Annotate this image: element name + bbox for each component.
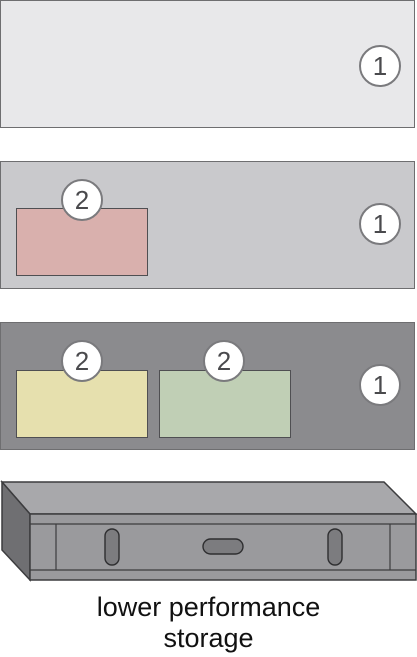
storage-device-icon bbox=[0, 480, 417, 582]
storage-center-slot bbox=[202, 538, 244, 555]
storage-right-handle bbox=[327, 528, 343, 566]
storage-caption: lower performance storage bbox=[0, 592, 417, 654]
tier-3-panel: 2 2 1 bbox=[0, 322, 415, 450]
tier-2-subsystem-badge: 2 bbox=[61, 179, 103, 221]
tier-2-panel: 2 1 bbox=[0, 161, 415, 289]
storage-top-face bbox=[0, 481, 417, 515]
storage-left-handle bbox=[104, 528, 120, 566]
storage-caption-line-1: lower performance bbox=[96, 592, 321, 622]
tier-1-badge: 1 bbox=[359, 45, 401, 87]
tier-3-subsystem-badge-a: 2 bbox=[61, 340, 103, 382]
tier-1-panel: 1 bbox=[0, 0, 415, 128]
storage-caption-line-2: storage bbox=[163, 623, 254, 653]
tier-3-subsystem-badge-b: 2 bbox=[203, 340, 245, 382]
tier-2-badge: 1 bbox=[359, 203, 401, 245]
tier-3-badge: 1 bbox=[359, 364, 401, 406]
